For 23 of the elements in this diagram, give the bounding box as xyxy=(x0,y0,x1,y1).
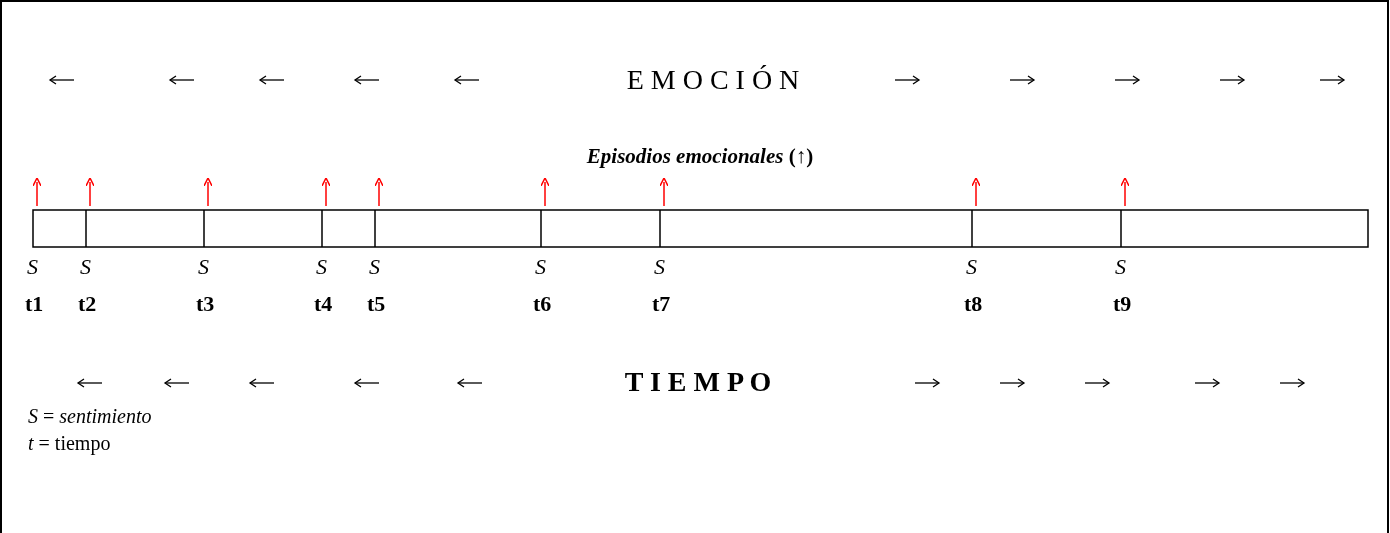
variable-label: S xyxy=(80,256,91,278)
variable-label: S xyxy=(654,256,665,278)
variable-label: S xyxy=(966,256,977,278)
legend-note: t = tiempo xyxy=(28,433,111,453)
legend-note: S = sentimiento xyxy=(28,406,152,426)
time-label: t5 xyxy=(367,293,386,315)
time-label: t6 xyxy=(533,293,552,315)
time-label: t4 xyxy=(314,293,333,315)
variable-label: S xyxy=(369,256,380,278)
time-label: t7 xyxy=(652,293,671,315)
time-label: t1 xyxy=(25,293,44,315)
variable-label: S xyxy=(198,256,209,278)
heading: E M O C I Ó N xyxy=(626,66,800,94)
variable-label: S xyxy=(535,256,546,278)
time-label: t2 xyxy=(78,293,97,315)
caption-text: Episodios emocionales (↑) xyxy=(586,146,814,167)
variable-label: S xyxy=(27,256,38,278)
time-label: t3 xyxy=(196,293,215,315)
variable-label: S xyxy=(1115,256,1126,278)
time-label: t8 xyxy=(964,293,983,315)
variable-label: S xyxy=(316,256,327,278)
time-label: t9 xyxy=(1113,293,1132,315)
heading: T I E M P O xyxy=(624,368,772,396)
